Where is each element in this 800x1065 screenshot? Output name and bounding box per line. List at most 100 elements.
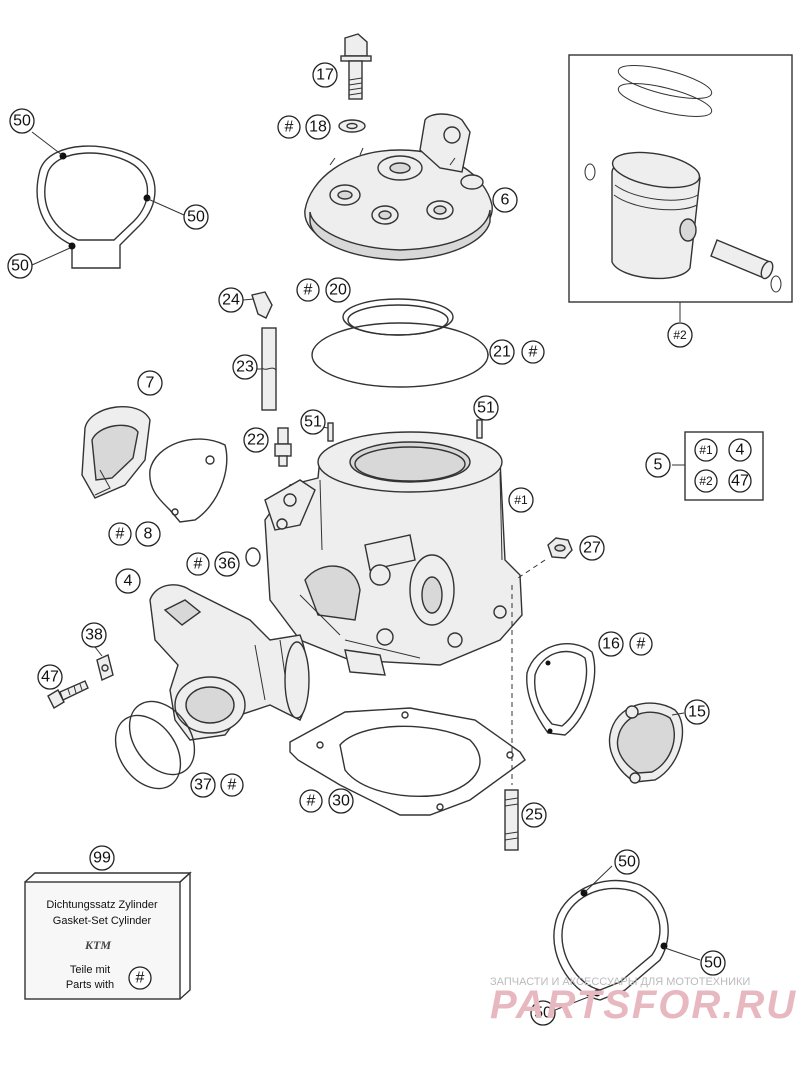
callout-20-hash[interactable]: # xyxy=(296,278,320,302)
callout-kit-hash: # xyxy=(128,966,152,990)
callout-4[interactable]: 4 xyxy=(115,568,141,594)
gasket-hole xyxy=(68,242,76,250)
screw xyxy=(47,680,89,709)
callout-5[interactable]: 5 xyxy=(645,452,671,478)
gasket-top-left xyxy=(31,131,185,269)
callout-37[interactable]: 37 xyxy=(190,772,216,798)
piston-kit-box xyxy=(568,54,793,322)
washer xyxy=(338,119,366,133)
svg-text:50: 50 xyxy=(618,854,636,871)
callout-16[interactable]: 16 xyxy=(598,631,624,657)
kit-line-1: Dichtungssatz Zylinder xyxy=(46,899,158,911)
svg-text:50: 50 xyxy=(187,209,205,226)
callout-18[interactable]: 18 xyxy=(305,114,331,140)
holding-clamp xyxy=(94,646,114,681)
cylinder-base-gasket xyxy=(289,707,526,816)
callout-8-hash[interactable]: # xyxy=(108,522,132,546)
svg-text:36: 36 xyxy=(218,556,236,573)
callout-7[interactable]: 7 xyxy=(137,370,163,396)
o-ring-head-outer xyxy=(311,322,489,388)
exhaust-cover-gasket xyxy=(526,643,596,736)
svg-text:18: 18 xyxy=(309,119,327,136)
svg-text:#1: #1 xyxy=(699,443,713,457)
callout-22[interactable]: 22 xyxy=(243,427,269,453)
cylinder xyxy=(264,431,523,676)
callout-25[interactable]: 25 xyxy=(521,802,547,828)
callout-16-hash[interactable]: # xyxy=(629,632,653,656)
callout-37-hash[interactable]: # xyxy=(220,773,244,797)
watermark-logo: PARTSFOR.RU xyxy=(490,983,797,1027)
small-o-ring xyxy=(245,547,261,567)
svg-text:50: 50 xyxy=(13,113,31,130)
svg-text:#: # xyxy=(285,119,294,136)
callout-47[interactable]: 47 xyxy=(37,664,63,690)
intake-o-ring xyxy=(114,714,182,790)
callout-51[interactable]: 51 xyxy=(473,395,499,421)
callout-50[interactable]: 50 xyxy=(7,253,33,279)
callout-50[interactable]: 50 xyxy=(9,108,35,134)
callout-5-item-47[interactable]: 47 xyxy=(728,469,752,493)
svg-text:27: 27 xyxy=(583,540,601,557)
cylinder-head xyxy=(304,113,493,261)
svg-text:17: 17 xyxy=(316,67,334,84)
svg-text:50: 50 xyxy=(534,1005,552,1022)
svg-text:#: # xyxy=(194,556,203,573)
callout-36-hash[interactable]: # xyxy=(186,552,210,576)
svg-text:16: 16 xyxy=(602,636,620,653)
dowel-pin xyxy=(476,419,483,439)
callout-50[interactable]: 50 xyxy=(183,204,209,230)
callout-99[interactable]: 99 xyxy=(89,845,115,871)
svg-text:51: 51 xyxy=(477,400,495,417)
svg-text:#: # xyxy=(228,777,237,794)
callout-50[interactable]: 50 xyxy=(700,950,726,976)
callout-21[interactable]: 21 xyxy=(489,339,515,365)
callout-36[interactable]: 36 xyxy=(214,551,240,577)
callout-8[interactable]: 8 xyxy=(135,521,161,547)
nut xyxy=(514,537,573,581)
stud xyxy=(504,585,519,851)
kit-line-3: Teile mit xyxy=(70,964,110,976)
callout-5-item-4[interactable]: 4 xyxy=(728,438,752,462)
gasket-bottom-right xyxy=(553,865,701,1011)
callout-50[interactable]: 50 xyxy=(530,1000,556,1026)
svg-text:7: 7 xyxy=(146,375,155,392)
svg-text:30: 30 xyxy=(332,793,350,810)
callout-30[interactable]: 30 xyxy=(328,788,354,814)
callout-17[interactable]: 17 xyxy=(312,62,338,88)
callout-21-hash[interactable]: # xyxy=(521,340,545,364)
kit-line-4: Parts with xyxy=(66,979,114,991)
callout-51[interactable]: 51 xyxy=(300,409,326,435)
callout-18-hash[interactable]: # xyxy=(277,115,301,139)
cylinder-head-bolt xyxy=(340,33,372,100)
svg-text:47: 47 xyxy=(731,473,749,490)
water-fitting xyxy=(242,291,273,319)
intake-flange xyxy=(149,584,310,741)
gasket-hole xyxy=(143,194,151,202)
svg-text:#2: #2 xyxy=(699,474,713,488)
cover-gasket xyxy=(149,438,228,523)
callout-50[interactable]: 50 xyxy=(614,849,640,875)
svg-text:22: 22 xyxy=(247,432,265,449)
callout-1[interactable]: #1 xyxy=(508,487,534,513)
callout-6[interactable]: 6 xyxy=(492,187,518,213)
callout-38[interactable]: 38 xyxy=(81,622,107,648)
callout-24[interactable]: 24 xyxy=(218,287,244,313)
callout-5-item-2[interactable]: #2 xyxy=(694,469,718,493)
svg-text:38: 38 xyxy=(85,627,103,644)
water-nipple xyxy=(274,427,292,467)
brand-logo: KTM xyxy=(84,938,111,952)
callout-5-item-1[interactable]: #1 xyxy=(694,438,718,462)
callout-27[interactable]: 27 xyxy=(579,535,605,561)
callout-2[interactable]: #2 xyxy=(667,322,693,348)
svg-text:23: 23 xyxy=(236,359,254,376)
svg-text:37: 37 xyxy=(194,777,212,794)
svg-text:21: 21 xyxy=(493,344,511,361)
callout-15[interactable]: 15 xyxy=(684,699,710,725)
callout-23[interactable]: 23 xyxy=(232,354,258,380)
svg-text:#: # xyxy=(304,282,313,299)
svg-text:51: 51 xyxy=(304,414,322,431)
callout-20[interactable]: 20 xyxy=(325,277,351,303)
svg-text:4: 4 xyxy=(736,442,745,459)
svg-text:#2: #2 xyxy=(673,328,687,342)
callout-30-hash[interactable]: # xyxy=(299,789,323,813)
